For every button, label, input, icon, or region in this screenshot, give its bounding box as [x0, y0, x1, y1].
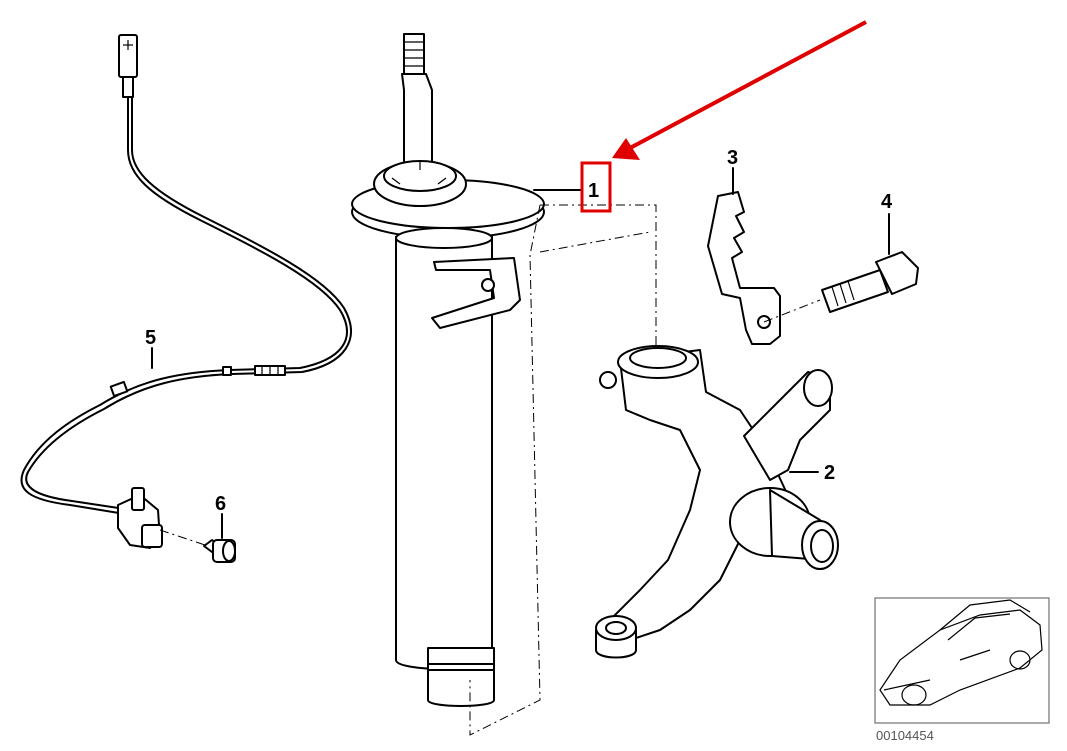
sensor-screw — [203, 513, 236, 563]
highlight-annotation — [580, 20, 867, 213]
arrow-head-icon — [612, 138, 640, 160]
callout-5: 5 — [145, 327, 156, 349]
mounting-bracket — [707, 191, 821, 345]
steering-knuckle — [595, 345, 839, 659]
callout-1: 1 — [588, 180, 599, 202]
callout-6: 6 — [215, 493, 226, 515]
callout-4: 4 — [881, 191, 893, 213]
vehicle-thumbnail: 00104454 — [874, 597, 1050, 743]
callout-3: 3 — [727, 147, 738, 169]
highlight-box — [580, 161, 612, 213]
callout-2: 2 — [824, 462, 835, 484]
arrow-shaft — [629, 20, 867, 150]
assembly-guide-lines — [469, 204, 657, 736]
abs-sensor-cable — [20, 34, 352, 549]
spring-strut — [351, 33, 545, 707]
diagram-code: 00104454 — [876, 728, 934, 743]
bolt — [821, 213, 919, 313]
leader-lines — [151, 167, 819, 473]
